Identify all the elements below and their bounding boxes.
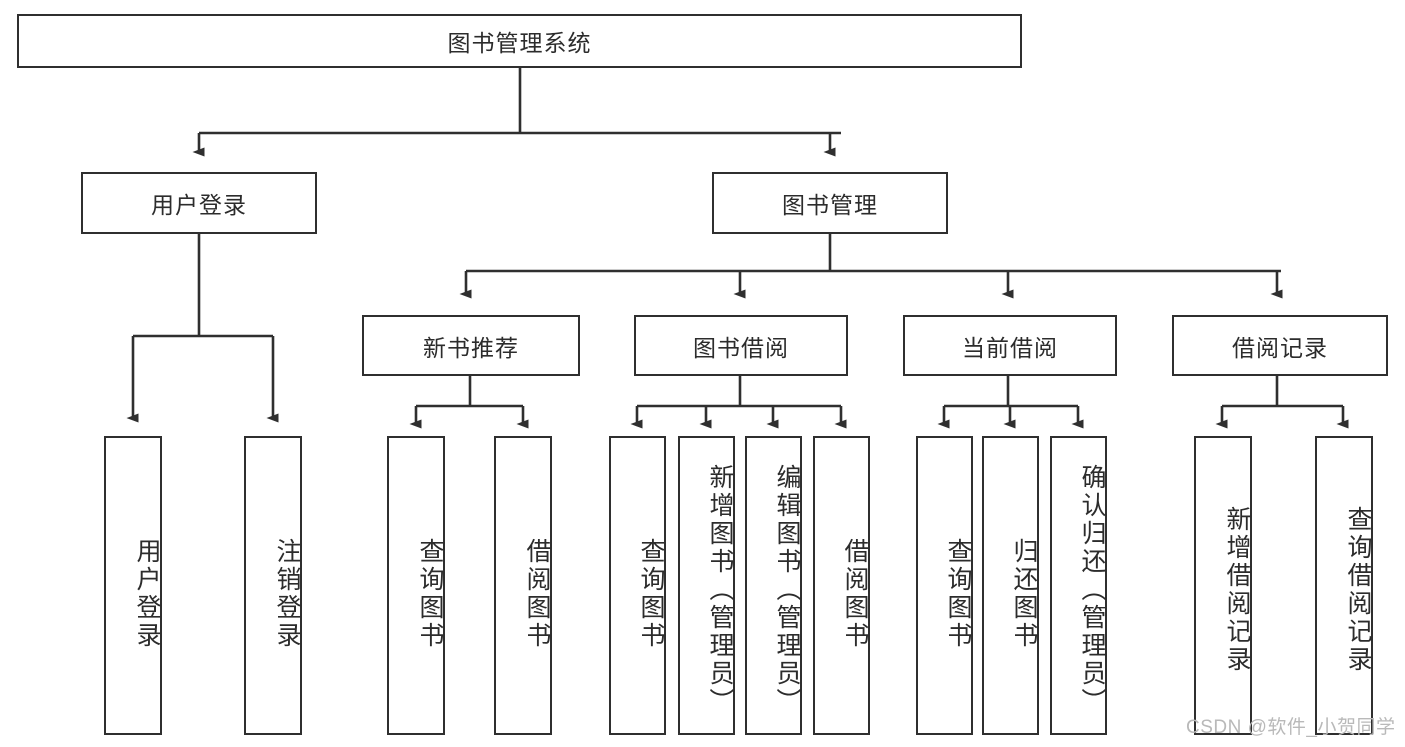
node-borrow-record[interactable]: 借阅记录 [1172, 315, 1388, 376]
node-leaf-user-login[interactable]: 用户登录 [104, 436, 162, 735]
node-current-borrow[interactable]: 当前借阅 [903, 315, 1117, 376]
node-root-system[interactable]: 图书管理系统 [17, 14, 1022, 68]
node-leaf-query-book-borrow[interactable]: 查询图书 [609, 436, 666, 735]
node-leaf-query-borrow-record[interactable]: 查询借阅记录 [1315, 436, 1373, 735]
node-leaf-query-book-current[interactable]: 查询图书 [916, 436, 973, 735]
node-leaf-query-book-recommend[interactable]: 查询图书 [387, 436, 445, 735]
node-leaf-edit-book-admin[interactable]: 编辑图书（管理员） [745, 436, 802, 735]
node-new-book-recommend[interactable]: 新书推荐 [362, 315, 580, 376]
node-leaf-add-book-admin[interactable]: 新增图书（管理员） [678, 436, 735, 735]
node-leaf-return-book[interactable]: 归还图书 [982, 436, 1039, 735]
watermark-text: CSDN @软件_小贺同学 [1186, 717, 1396, 738]
node-leaf-confirm-return-admin[interactable]: 确认归还（管理员） [1050, 436, 1107, 735]
node-leaf-add-borrow-record[interactable]: 新增借阅记录 [1194, 436, 1252, 735]
node-book-management[interactable]: 图书管理 [712, 172, 948, 234]
node-leaf-logout[interactable]: 注销登录 [244, 436, 302, 735]
node-leaf-borrow-book-recommend[interactable]: 借阅图书 [494, 436, 552, 735]
node-book-borrow[interactable]: 图书借阅 [634, 315, 848, 376]
node-leaf-borrow-book[interactable]: 借阅图书 [813, 436, 870, 735]
node-user-login[interactable]: 用户登录 [81, 172, 317, 234]
